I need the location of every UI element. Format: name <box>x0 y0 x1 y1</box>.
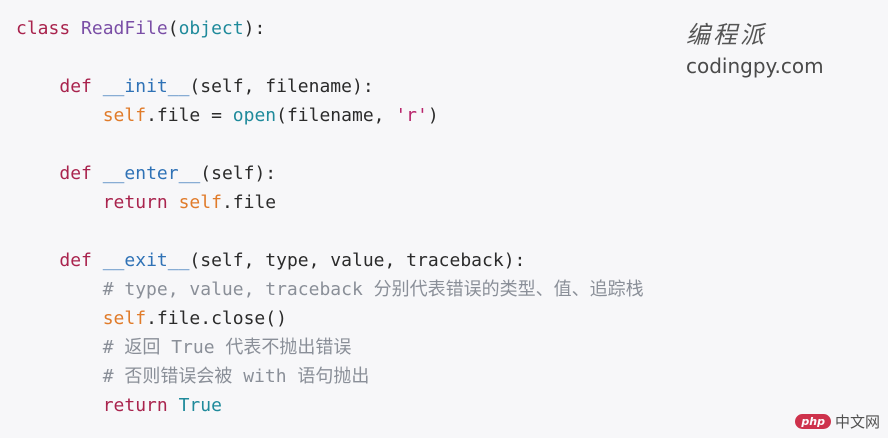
code-token: (self, filename): <box>189 76 374 97</box>
code-token: .file = <box>146 105 233 126</box>
code-token <box>92 76 103 97</box>
code-token <box>92 250 103 271</box>
code-token: ReadFile <box>81 18 168 39</box>
code-token: self <box>102 308 147 329</box>
code-line <box>16 217 644 246</box>
code-token: # type, value, traceback 分别代表错误的类型、值、追踪栈 <box>102 279 644 300</box>
watermark-badge: php <box>795 414 831 429</box>
code-line <box>16 130 644 159</box>
code-token <box>16 366 103 387</box>
code-token: .file <box>221 192 277 213</box>
code-token <box>16 279 103 300</box>
code-line: def __init__(self, filename): <box>16 72 644 101</box>
code-line <box>16 43 644 72</box>
code-token <box>168 395 179 416</box>
code-line: def __exit__(self, type, value, tracebac… <box>16 246 644 275</box>
code-token: self <box>178 192 222 213</box>
code-token: def <box>59 163 92 184</box>
code-token: 'r' <box>395 105 428 126</box>
code-token <box>70 18 81 39</box>
code-line: class ReadFile(object): <box>16 14 644 43</box>
code-token: return <box>102 192 168 213</box>
code-token <box>16 76 59 97</box>
code-token <box>16 337 103 358</box>
code-token: ( <box>167 18 179 39</box>
code-token <box>16 395 103 416</box>
code-line: # type, value, traceback 分别代表错误的类型、值、追踪栈 <box>16 275 644 304</box>
code-line: return True <box>16 391 644 420</box>
code-token <box>16 250 59 271</box>
code-token: object <box>178 18 244 39</box>
brand-logo: 编程派 codingpy.com <box>686 18 846 80</box>
code-token <box>16 308 103 329</box>
code-token: def <box>59 250 92 271</box>
code-token: __enter__ <box>102 163 201 184</box>
code-token: def <box>59 76 92 97</box>
code-token <box>168 192 179 213</box>
code-token: .file.close() <box>146 308 287 329</box>
code-token: __init__ <box>102 76 190 97</box>
code-token <box>92 163 103 184</box>
watermark: php 中文网 <box>795 411 880 432</box>
code-line: return self.file <box>16 188 644 217</box>
code-token: ) <box>427 105 439 126</box>
code-token: ): <box>243 18 266 39</box>
code-token: (self): <box>200 163 277 184</box>
code-token: return <box>102 395 168 416</box>
code-line: # 返回 True 代表不抛出错误 <box>16 333 644 362</box>
code-token: True <box>178 395 222 416</box>
code-token: (self, type, value, traceback): <box>189 250 526 271</box>
code-token: # 返回 True 代表不抛出错误 <box>102 337 352 358</box>
code-line: def __enter__(self): <box>16 159 644 188</box>
code-line: # 否则错误会被 with 语句抛出 <box>16 362 644 391</box>
code-token: class <box>16 18 71 39</box>
brand-name-cn: 编程派 <box>686 21 767 49</box>
code-token: self <box>102 105 147 126</box>
code-token <box>16 105 103 126</box>
code-token: __exit__ <box>102 250 190 271</box>
code-token <box>16 163 59 184</box>
code-line: self.file.close() <box>16 304 644 333</box>
code-token <box>16 192 103 213</box>
code-token: # 否则错误会被 with 语句抛出 <box>102 366 370 387</box>
code-block: class ReadFile(object): def __init__(sel… <box>16 14 644 420</box>
code-token: open <box>232 105 277 126</box>
code-line: self.file = open(filename, 'r') <box>16 101 644 130</box>
code-token: (filename, <box>276 105 396 126</box>
brand-domain: codingpy.com <box>686 54 824 78</box>
watermark-text: 中文网 <box>834 413 880 431</box>
